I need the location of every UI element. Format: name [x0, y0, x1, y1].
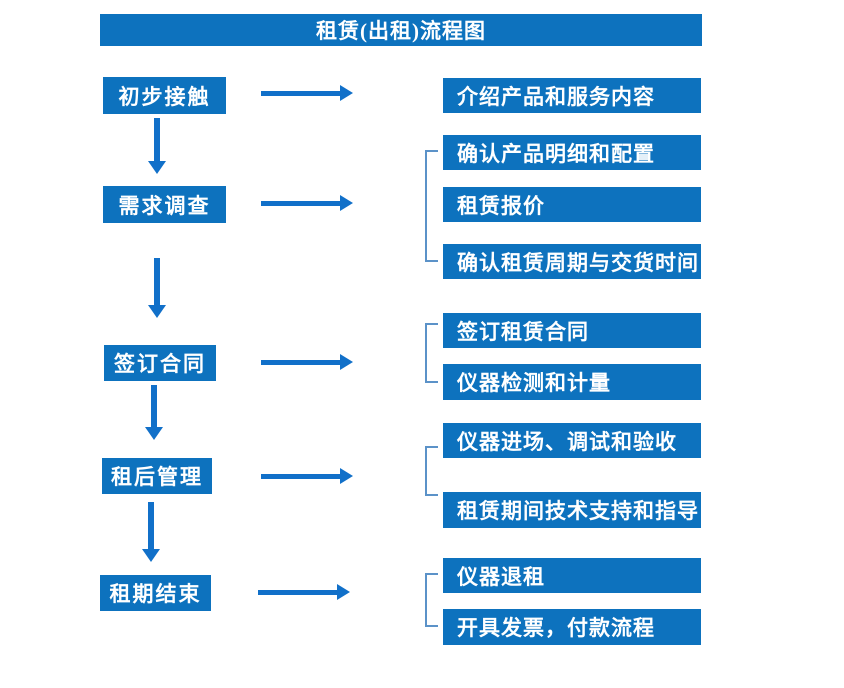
down-arrow-3 [145, 385, 163, 440]
arrow-head-icon [340, 195, 353, 211]
step-initial-contact: 初步接触 [103, 77, 226, 114]
arrow-shaft [261, 473, 340, 479]
right-arrow-step1 [261, 85, 353, 101]
down-arrow-4 [142, 502, 160, 562]
arrow-shaft [154, 258, 160, 305]
group-bracket-step4 [425, 446, 438, 496]
group-bracket-step3 [425, 323, 438, 383]
output-box-intro-product-service: 介绍产品和服务内容 [443, 78, 701, 113]
output-box-instrument-return: 仪器退租 [443, 558, 701, 593]
arrow-shaft [261, 359, 340, 365]
right-arrow-step3 [261, 354, 353, 370]
arrow-head-icon [145, 427, 163, 440]
arrow-shaft [261, 90, 340, 96]
step-sign-contract: 签订合同 [104, 345, 216, 381]
down-arrow-1 [148, 118, 166, 174]
arrow-head-icon [340, 85, 353, 101]
arrow-shaft [258, 589, 337, 595]
arrow-head-icon [337, 584, 350, 600]
arrow-head-icon [340, 354, 353, 370]
right-arrow-step2 [261, 195, 353, 211]
output-box-confirm-product-detail: 确认产品明细和配置 [443, 135, 701, 170]
arrow-head-icon [142, 549, 160, 562]
down-arrow-2 [148, 258, 166, 318]
output-box-rental-quote: 租赁报价 [443, 187, 701, 222]
output-box-sign-rental-contract: 签订租赁合同 [443, 313, 701, 348]
arrow-shaft [151, 385, 157, 427]
output-box-instrument-inspection: 仪器检测和计量 [443, 364, 701, 400]
chart-title: 租赁(出租)流程图 [100, 14, 702, 46]
step-lease-end: 租期结束 [100, 575, 211, 611]
arrow-head-icon [148, 161, 166, 174]
group-bracket-step5 [425, 573, 438, 627]
step-post-rental-management: 租后管理 [102, 458, 212, 494]
arrow-shaft [148, 502, 154, 549]
arrow-shaft [261, 200, 340, 206]
output-box-tech-support: 租赁期间技术支持和指导 [443, 492, 701, 528]
output-box-confirm-period-delivery: 确认租赁周期与交货时间 [443, 244, 701, 279]
output-box-invoice-payment: 开具发票，付款流程 [443, 609, 701, 645]
right-arrow-step4 [261, 468, 353, 484]
arrow-head-icon [340, 468, 353, 484]
step-demand-survey: 需求调查 [103, 186, 226, 223]
right-arrow-step5 [258, 584, 350, 600]
output-box-instrument-setup-acceptance: 仪器进场、调试和验收 [443, 423, 701, 458]
arrow-head-icon [148, 305, 166, 318]
group-bracket-step2 [425, 150, 438, 262]
arrow-shaft [154, 118, 160, 161]
